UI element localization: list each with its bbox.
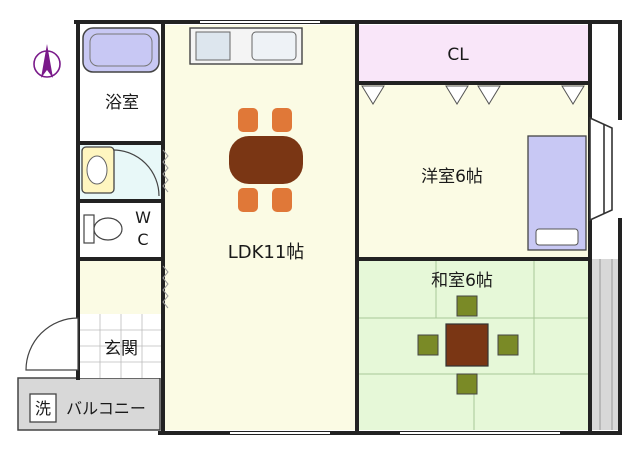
room-label-bath: 浴室 bbox=[105, 93, 139, 113]
zabuton-icon bbox=[417, 334, 439, 356]
zabuton-icon bbox=[456, 295, 478, 317]
washer-label: 洗 bbox=[35, 399, 51, 418]
veranda-floor bbox=[592, 259, 622, 430]
dining-set bbox=[229, 108, 303, 212]
chair-icon bbox=[238, 188, 258, 212]
dining-table-icon bbox=[229, 136, 303, 184]
zabuton-icon bbox=[497, 334, 519, 356]
low-table-icon bbox=[445, 323, 489, 367]
washroom-door bbox=[112, 149, 160, 197]
entrance-tiles bbox=[80, 314, 163, 378]
windows bbox=[200, 21, 560, 434]
veranda-lines bbox=[599, 259, 613, 430]
sink-icon bbox=[251, 31, 297, 61]
accordion-doors bbox=[162, 149, 169, 309]
chair-icon bbox=[272, 188, 292, 212]
entrance-door bbox=[25, 317, 79, 371]
kotatsu-set bbox=[417, 295, 519, 395]
zabuton-icon bbox=[456, 373, 478, 395]
room-label-ldk: LDK11帖 bbox=[228, 242, 305, 263]
north-arrow-icon bbox=[33, 44, 61, 78]
washbasin-icon bbox=[81, 146, 115, 194]
bed-icon bbox=[527, 135, 587, 251]
ldk-floor bbox=[163, 25, 356, 430]
room-label-wc-c: C bbox=[137, 230, 148, 249]
closet-floor bbox=[358, 25, 590, 83]
room-label-japanese: 和室6帖 bbox=[431, 271, 493, 291]
chair-icon bbox=[238, 108, 258, 132]
room-label-entrance: 玄関 bbox=[104, 339, 138, 359]
closet-doors bbox=[361, 85, 585, 105]
room-label-western: 洋室6帖 bbox=[421, 167, 483, 187]
chair-icon bbox=[272, 108, 292, 132]
washer-icon bbox=[29, 393, 57, 423]
hall-floor bbox=[80, 259, 163, 314]
toilet-icon bbox=[83, 214, 123, 244]
bathtub-icon bbox=[82, 27, 160, 73]
bay-window bbox=[589, 116, 613, 222]
room-label-wc-w: W bbox=[135, 208, 151, 227]
kitchen-counter bbox=[189, 27, 303, 65]
room-label-closet: CL bbox=[447, 45, 469, 65]
stove-icon bbox=[195, 31, 231, 61]
balcony-label: バルコニー bbox=[66, 399, 146, 418]
